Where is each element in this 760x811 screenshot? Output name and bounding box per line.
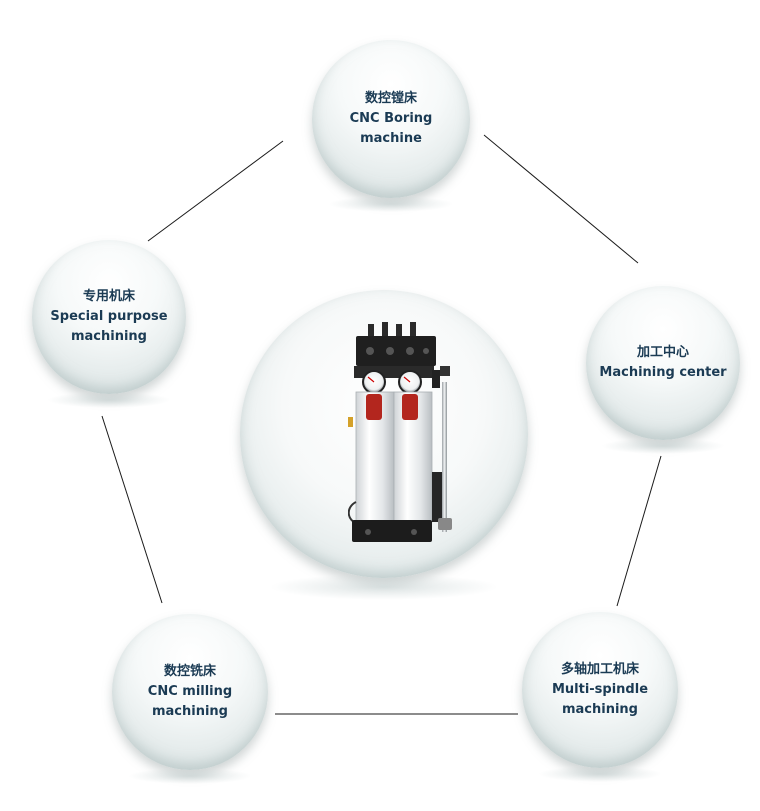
connector-special-purpose-to-boring (147, 140, 284, 242)
node-cnc-milling: 数控铣床 CNC milling machining (112, 614, 268, 784)
node-label-zh: 专用机床 (82, 289, 135, 304)
node-label: 多轴加工机床 Multi-spindle machining (552, 660, 648, 720)
connector-boring-to-machining-center (483, 134, 639, 264)
node-multi-spindle: 多轴加工机床 Multi-spindle machining (522, 612, 678, 782)
node-label-en: Machining center (599, 365, 727, 380)
node-label-zh: 数控镗床 (364, 91, 417, 106)
node-label-en: Special purpose machining (50, 309, 168, 344)
connector-machining-center-to-multi-spindle (616, 455, 662, 607)
node-label: 数控镗床 CNC Boring machine (350, 89, 433, 149)
node-label-zh: 数控铣床 (163, 664, 216, 679)
node-label-en: Multi-spindle machining (551, 682, 649, 717)
node-label-zh: 多轴加工机床 (560, 662, 639, 677)
connector-milling-to-special-purpose (101, 415, 163, 604)
node-special-purpose: 专用机床 Special purpose machining (32, 240, 186, 408)
node-label-zh: 加工中心 (636, 345, 689, 360)
node-label: 数控铣床 CNC milling machining (148, 662, 232, 722)
node-machining-center: 加工中心 Machining center (586, 286, 740, 454)
node-cnc-boring: 数控镗床 CNC Boring machine (312, 40, 470, 212)
node-label-en: CNC Boring machine (349, 111, 433, 146)
hydraulic-unit-icon (348, 322, 452, 542)
node-label-en: CNC milling machining (147, 684, 233, 719)
node-label: 加工中心 Machining center (599, 343, 726, 383)
node-label: 专用机床 Special purpose machining (50, 287, 167, 347)
